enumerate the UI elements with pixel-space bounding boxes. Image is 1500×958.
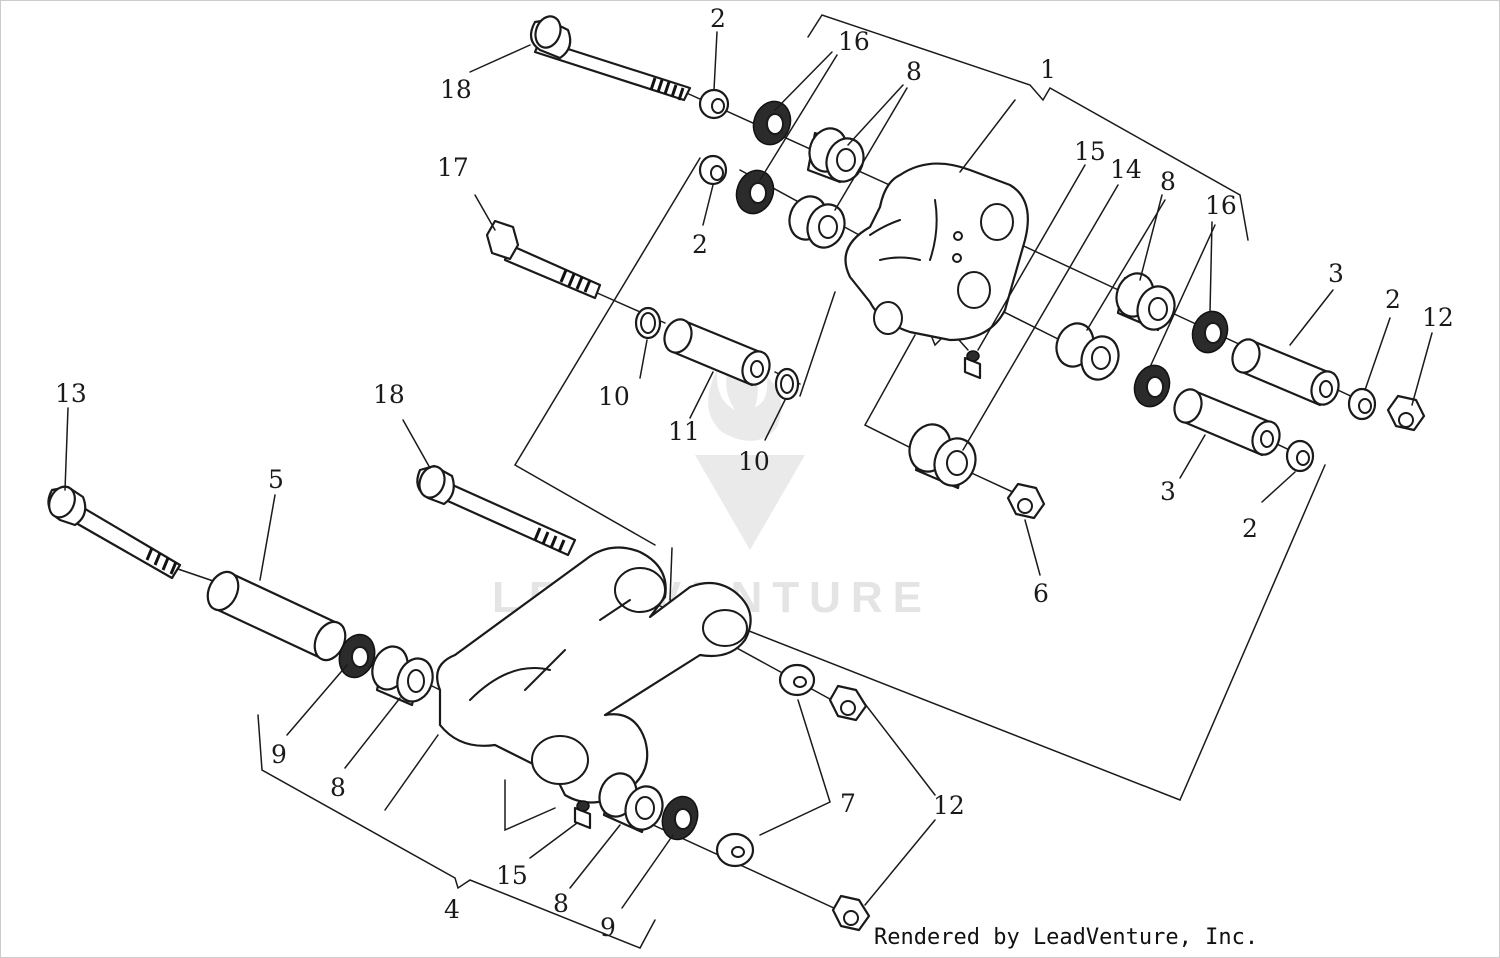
collar-3-bottom bbox=[1173, 388, 1281, 457]
callout-2-right-bottom: 2 bbox=[1242, 514, 1258, 543]
nut-6 bbox=[1006, 482, 1046, 520]
bushing-8-right-second bbox=[1055, 322, 1120, 381]
callout-3-top: 3 bbox=[1328, 259, 1344, 288]
callout-2-right-top: 2 bbox=[1385, 285, 1401, 314]
spacer-2-second bbox=[698, 154, 728, 186]
callout-2-top: 2 bbox=[710, 4, 726, 33]
spacer-2-top bbox=[698, 88, 730, 120]
rocker-arm-1 bbox=[844, 162, 1029, 342]
nut-12-mid bbox=[828, 684, 868, 722]
callout-16-right: 16 bbox=[1205, 191, 1237, 220]
washer-10-right bbox=[774, 367, 800, 401]
callout-12-top: 12 bbox=[1422, 303, 1454, 332]
rendered-by-credit: Rendered by LeadVenture, Inc. bbox=[874, 925, 1258, 950]
grease-fitting-15-upper bbox=[963, 350, 982, 380]
callout-3-bottom: 3 bbox=[1160, 477, 1176, 506]
washer-7-bottom bbox=[715, 832, 755, 868]
bearing-16-top bbox=[752, 100, 792, 146]
callout-10-right: 10 bbox=[738, 447, 770, 476]
callout-4: 4 bbox=[444, 895, 460, 924]
callout-15-lower: 15 bbox=[496, 861, 528, 890]
washer-7-top bbox=[778, 663, 816, 697]
bushing-8-right-top bbox=[1115, 272, 1176, 332]
bolt-13 bbox=[47, 485, 182, 580]
nut-12-top bbox=[1386, 394, 1426, 432]
bushing-8-lower bbox=[598, 772, 664, 834]
callout-18-upper: 18 bbox=[440, 75, 472, 104]
spacer-2-right-bottom bbox=[1285, 439, 1315, 473]
callout-11: 11 bbox=[668, 417, 700, 446]
bushing-8-second bbox=[788, 195, 846, 249]
callout-15-upper: 15 bbox=[1074, 137, 1106, 166]
nut-12-bottom bbox=[831, 894, 871, 932]
bolt-18-upper bbox=[529, 15, 692, 102]
callout-8-left: 8 bbox=[330, 773, 346, 802]
bearing-16-second bbox=[735, 169, 775, 215]
callout-13: 13 bbox=[55, 379, 87, 408]
callout-8-top: 8 bbox=[906, 57, 922, 86]
collar-11 bbox=[663, 318, 771, 387]
grease-fitting-15-lower bbox=[573, 800, 592, 830]
callout-18-lower: 18 bbox=[373, 380, 405, 409]
callout-16-top: 16 bbox=[838, 27, 870, 56]
spacer-2-right-top bbox=[1347, 387, 1377, 421]
collar-3-top bbox=[1231, 338, 1340, 407]
callout-17: 17 bbox=[437, 153, 469, 182]
bushing-8-left bbox=[371, 645, 434, 707]
bolt-17 bbox=[485, 219, 602, 300]
callout-7: 7 bbox=[840, 789, 856, 818]
bushing-8-top bbox=[806, 127, 865, 184]
collar-5 bbox=[206, 570, 347, 662]
bushing-14 bbox=[908, 423, 977, 490]
callout-12-lower: 12 bbox=[933, 791, 965, 820]
callout-8-right: 8 bbox=[1160, 167, 1176, 196]
bearing-16-right-second bbox=[1133, 364, 1171, 408]
callout-9-left: 9 bbox=[271, 740, 287, 769]
callout-8-lower: 8 bbox=[553, 889, 569, 918]
callout-6: 6 bbox=[1033, 579, 1049, 608]
callout-10-left: 10 bbox=[598, 382, 630, 411]
callout-2-second: 2 bbox=[692, 230, 708, 259]
washer-10-left bbox=[634, 306, 662, 340]
callout-9-lower: 9 bbox=[600, 913, 616, 942]
callout-labels: 18 2 16 8 1 17 2 15 14 8 16 3 2 12 10 11… bbox=[55, 4, 1454, 942]
callout-14: 14 bbox=[1110, 155, 1142, 184]
callout-5: 5 bbox=[268, 465, 284, 494]
link-arm-4 bbox=[436, 546, 752, 804]
bolt-18-lower bbox=[416, 464, 577, 557]
bearing-9-left bbox=[338, 633, 376, 679]
leader-lines bbox=[64, 14, 1433, 949]
callout-1: 1 bbox=[1040, 55, 1056, 84]
bearing-16-right-top bbox=[1191, 310, 1229, 354]
bearing-9-lower bbox=[661, 795, 699, 841]
